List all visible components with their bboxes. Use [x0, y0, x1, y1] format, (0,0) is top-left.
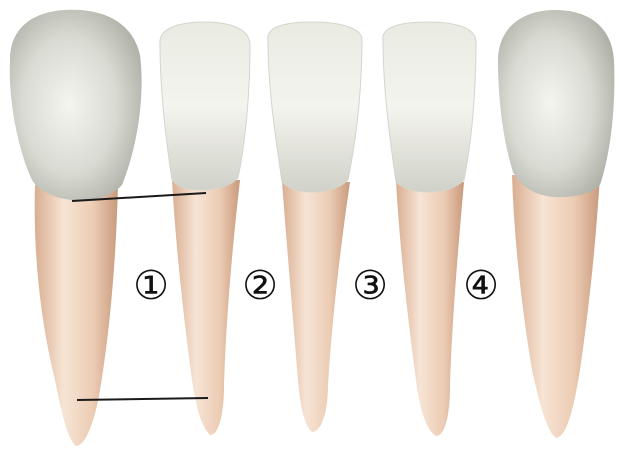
label-4: ④: [459, 264, 503, 308]
tooth-3: [268, 22, 362, 432]
tooth-4-root: [396, 182, 464, 436]
tooth-1-crown: [10, 10, 142, 201]
tooth-5: [498, 10, 614, 438]
tooth-4: [383, 22, 476, 436]
label-2: ②: [238, 264, 282, 308]
tooth-5-root: [512, 175, 600, 438]
tooth-2: [160, 22, 250, 435]
tooth-4-crown: [383, 22, 476, 192]
tooth-1-root: [35, 185, 118, 446]
label-3: ③: [348, 264, 392, 308]
label-1: ①: [129, 264, 173, 308]
tooth-3-crown: [268, 22, 362, 192]
tooth-5-crown: [498, 10, 614, 197]
tooth-1: [10, 10, 142, 446]
tooth-2-root: [172, 180, 240, 435]
tooth-3-root: [282, 182, 350, 432]
tooth-2-crown: [160, 22, 250, 190]
